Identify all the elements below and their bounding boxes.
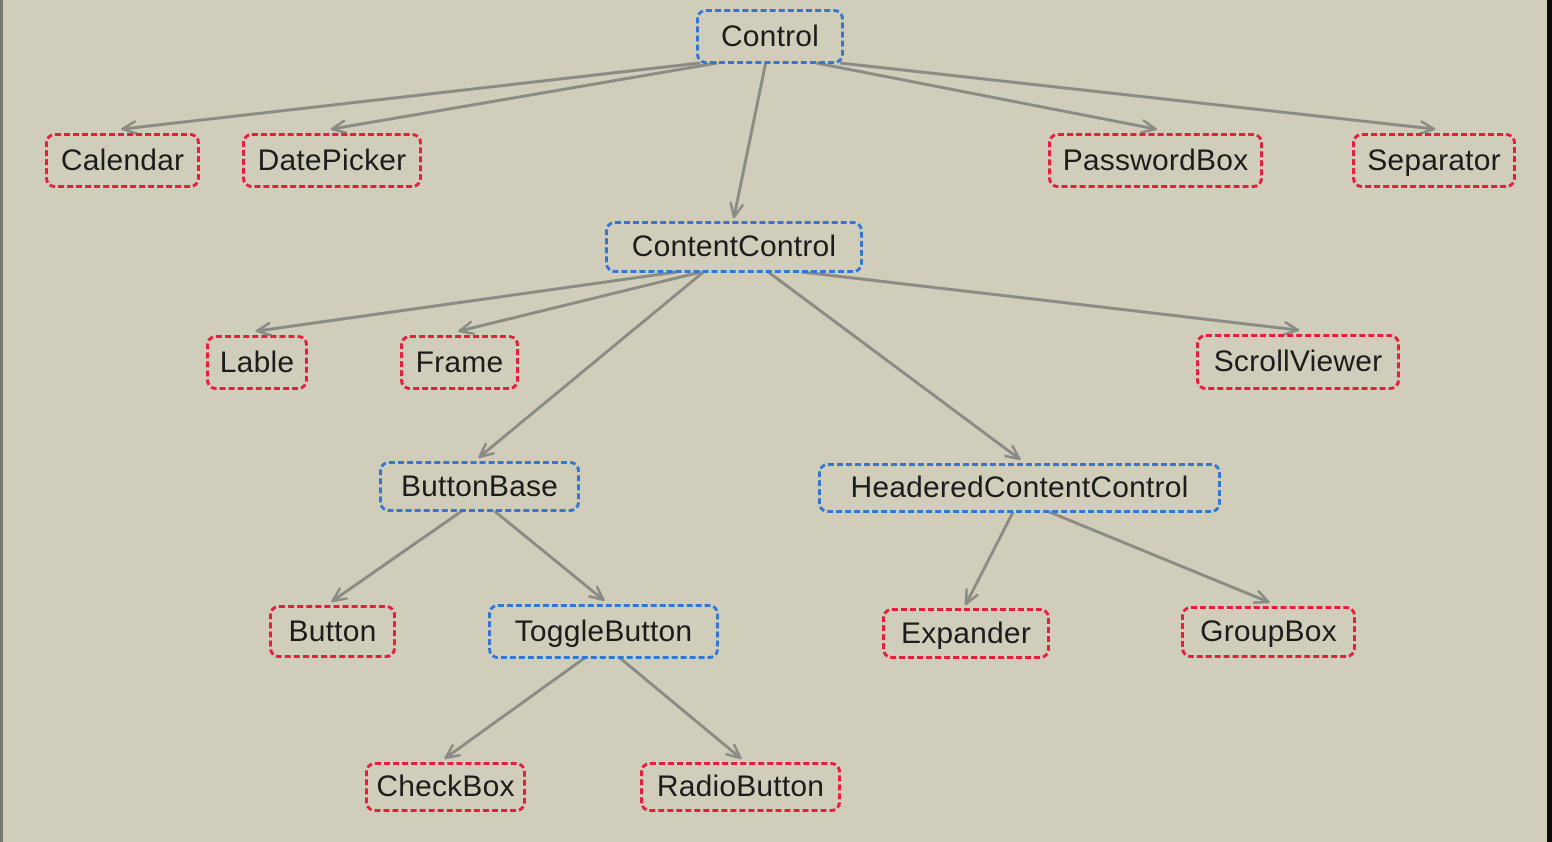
- node-togglebutton: ToggleButton: [488, 604, 719, 659]
- node-checkbox: CheckBox: [365, 762, 526, 812]
- node-groupbox: GroupBox: [1181, 606, 1356, 658]
- edge-control-to-passwordbox: [815, 61, 1157, 134]
- node-control: Control: [696, 9, 844, 64]
- edge-buttonbase-to-togglebutton: [493, 509, 605, 602]
- node-separator: Separator: [1352, 133, 1516, 188]
- node-buttonbase: ButtonBase: [379, 461, 580, 512]
- node-passwordbox: PasswordBox: [1048, 133, 1263, 188]
- node-button: Button: [269, 605, 396, 658]
- edge-buttonbase-to-button: [331, 509, 463, 603]
- node-contentcontrol: ContentControl: [605, 221, 863, 273]
- node-scrollviewer: ScrollViewer: [1196, 334, 1400, 390]
- node-calendar: Calendar: [45, 133, 200, 188]
- node-frame: Frame: [400, 335, 519, 390]
- edge-control-to-calendar: [121, 61, 701, 135]
- edge-togglebutton-to-radiobutton: [618, 656, 742, 760]
- edge-headeredcontentcontrol-to-expander: [964, 511, 1015, 606]
- edge-contentcontrol-to-buttonbase: [478, 270, 705, 459]
- node-expander: Expander: [882, 608, 1050, 659]
- edge-togglebutton-to-checkbox: [444, 656, 586, 760]
- edge-control-to-separator: [839, 61, 1436, 135]
- edge-contentcontrol-to-frame: [458, 270, 702, 336]
- node-headeredcontentcontrol: HeaderedContentControl: [818, 463, 1221, 513]
- node-lable: Lable: [206, 335, 308, 390]
- edge-control-to-datepicker: [330, 61, 718, 135]
- node-radiobutton: RadioButton: [640, 762, 841, 812]
- node-datepicker: DatePicker: [242, 133, 422, 188]
- edge-contentcontrol-to-lable: [255, 270, 677, 337]
- arrows-layer: [121, 61, 1436, 760]
- edge-headeredcontentcontrol-to-groupbox: [1048, 510, 1270, 604]
- edge-contentcontrol-to-scrollviewer: [801, 270, 1300, 336]
- edge-contentcontrol-to-headeredcontentcontrol: [767, 270, 1021, 461]
- edge-control-to-contentcontrol: [729, 62, 768, 219]
